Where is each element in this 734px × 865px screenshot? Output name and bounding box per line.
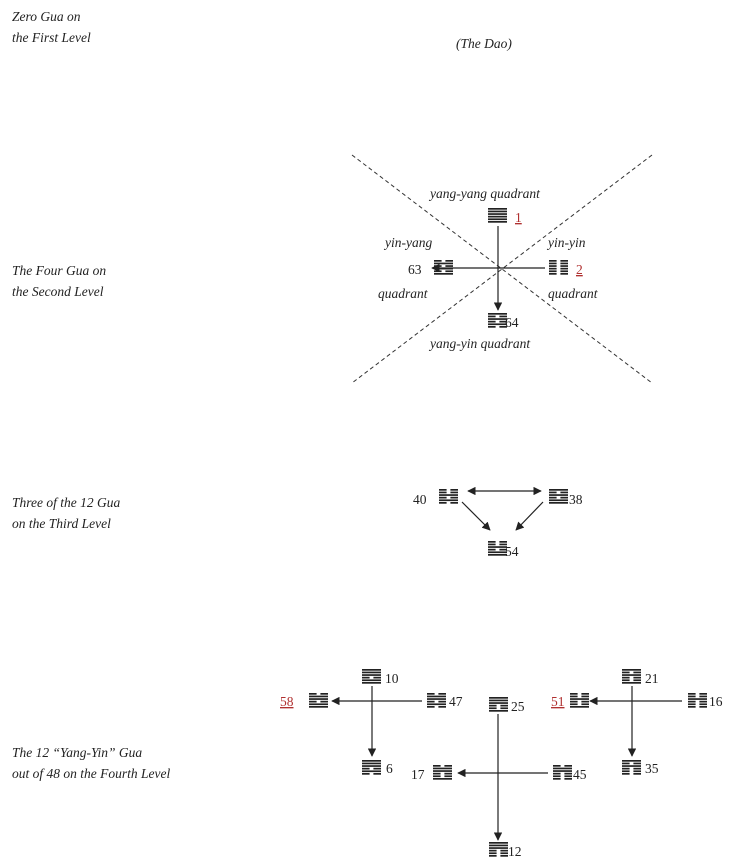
hexagram-10-icon <box>362 669 381 684</box>
hexagram-6-icon <box>362 760 381 775</box>
hexagram-47-icon <box>427 693 446 708</box>
gua-number-17: 17 <box>411 767 425 782</box>
gua-number-1: 1 <box>515 210 522 225</box>
gua-number-47: 47 <box>449 694 463 709</box>
third-level-label: Three of the 12 Gua on the Third Level <box>12 492 120 534</box>
hexagram-58-icon <box>309 693 328 708</box>
hexagram-64-icon <box>488 313 507 328</box>
gua-number-6: 6 <box>386 761 393 776</box>
fourth-level-line-1: The 12 “Yang-Yin” Gua <box>12 745 143 760</box>
dao-label: (The Dao) <box>456 36 512 51</box>
hexagram-45-icon <box>553 765 572 780</box>
first-level-line-2: the First Level <box>12 30 91 45</box>
hexagram-12-icon <box>489 842 508 857</box>
gua-number-54: 54 <box>505 544 519 559</box>
yin-yang-quadrant-word: quadrant <box>378 286 429 301</box>
hexagram-2-icon <box>549 260 568 275</box>
yin-yin-quadrant-word: quadrant <box>548 286 599 301</box>
yin-yang-label: yin-yang <box>383 235 432 250</box>
arrow-38-to-54 <box>515 501 544 531</box>
gua-number-25: 25 <box>511 699 525 714</box>
yang-yin-quadrant-label: yang-yin quadrant <box>428 336 531 351</box>
gua-number-21: 21 <box>645 671 659 686</box>
first-level-line-1: Zero Gua on <box>12 9 81 24</box>
first-level-label: Zero Gua on the First Level <box>12 6 91 48</box>
arrow-40-to-54 <box>461 501 491 531</box>
fourth-level-line-2: out of 48 on the Fourth Level <box>12 766 171 781</box>
yang-yang-quadrant-label: yang-yang quadrant <box>428 186 541 201</box>
gua-number-2: 2 <box>576 262 583 277</box>
hexagram-54-icon <box>488 541 507 556</box>
gua-number-35: 35 <box>645 761 659 776</box>
hexagram-17-icon <box>433 765 452 780</box>
second-level-line-2: the Second Level <box>12 284 104 299</box>
hexagram-16-icon <box>688 693 707 708</box>
gua-number-51: 51 <box>551 694 565 709</box>
gua-number-10: 10 <box>385 671 399 686</box>
gua-number-63: 63 <box>408 262 422 277</box>
third-level-line-1: Three of the 12 Gua <box>12 495 121 510</box>
gua-number-58: 58 <box>280 694 294 709</box>
gua-number-45: 45 <box>573 767 587 782</box>
second-level-line-1: The Four Gua on <box>12 263 107 278</box>
gua-number-64: 64 <box>505 315 519 330</box>
gua-number-38: 38 <box>569 492 583 507</box>
hexagram-1-icon <box>488 208 507 223</box>
gua-number-16: 16 <box>709 694 723 709</box>
fourth-level-label: The 12 “Yang-Yin” Gua out of 48 on the F… <box>12 742 170 784</box>
hexagram-21-icon <box>622 669 641 684</box>
hexagram-25-icon <box>489 697 508 712</box>
hexagram-38-icon <box>549 489 568 504</box>
yin-yin-label: yin-yin <box>546 235 586 250</box>
hexagram-63-icon <box>434 260 453 275</box>
third-level-line-2: on the Third Level <box>12 516 111 531</box>
hexagram-51-icon <box>570 693 589 708</box>
hexagram-40-icon <box>439 489 458 504</box>
gua-number-12: 12 <box>508 844 522 859</box>
second-level-label: The Four Gua on the Second Level <box>12 260 106 302</box>
gua-number-40: 40 <box>413 492 427 507</box>
hexagram-35-icon <box>622 760 641 775</box>
